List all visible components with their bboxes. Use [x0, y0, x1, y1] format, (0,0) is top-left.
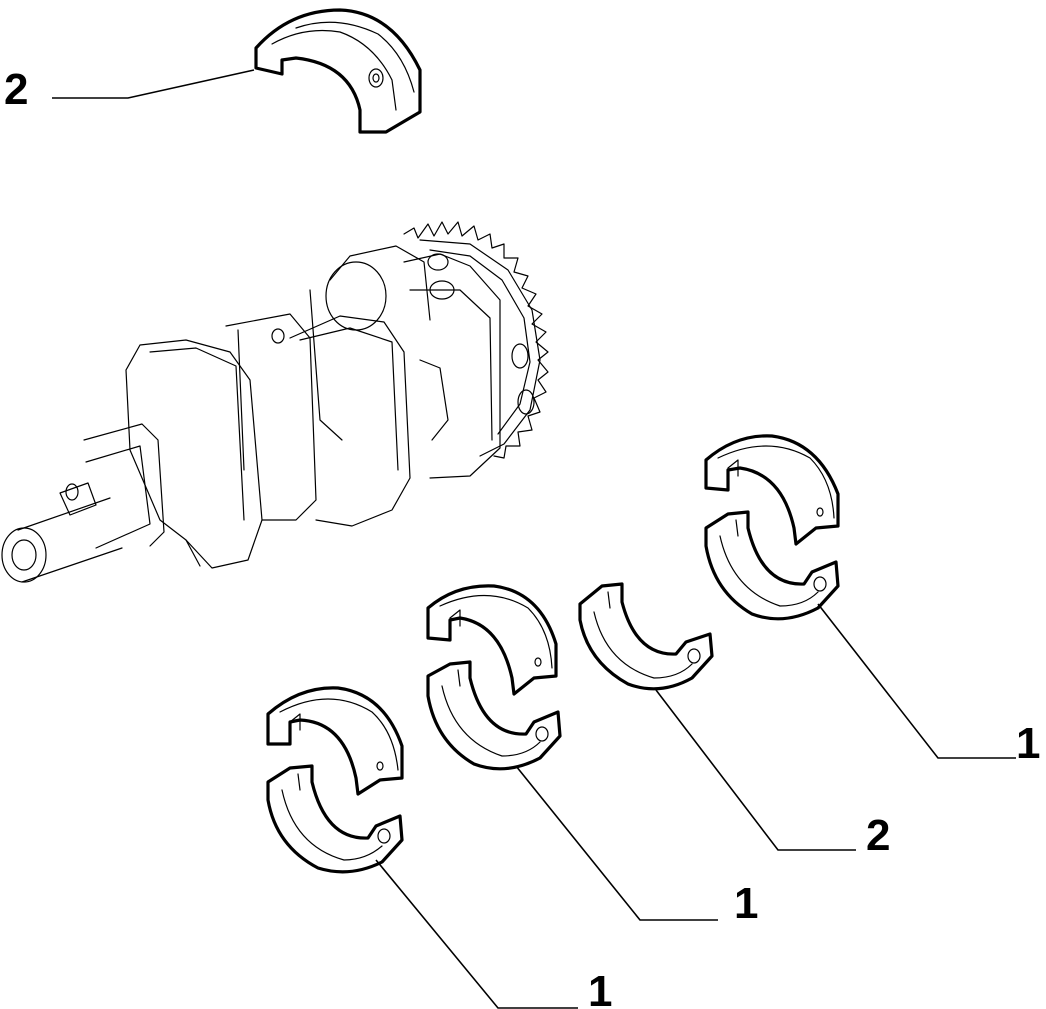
thrust-bearing-shell-c — [578, 582, 714, 691]
thrust-bearing-shell-top — [254, 8, 422, 134]
leader-line-shell-top — [52, 69, 255, 99]
callout-number: 2 — [866, 811, 890, 860]
callout-number: 1 — [588, 967, 612, 1009]
main-bearing-pair-d — [704, 434, 840, 621]
callout-number: 1 — [734, 879, 758, 928]
leader-line-shell-c — [655, 689, 856, 851]
main-bearing-pair-a — [266, 686, 404, 874]
leader-line-pair-d — [817, 603, 1016, 759]
leader-line-pair-b — [515, 765, 718, 921]
callout-number: 1 — [1016, 719, 1040, 768]
crankshaft — [1, 221, 549, 583]
main-bearing-pair-b — [426, 584, 562, 771]
callout-number: 2 — [4, 65, 28, 114]
leader-line-pair-a — [375, 859, 578, 1009]
